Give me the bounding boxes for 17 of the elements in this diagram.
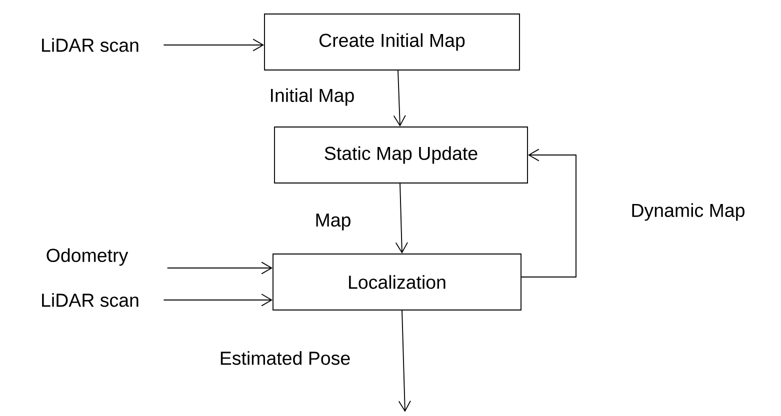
process-box: Localization xyxy=(272,254,522,310)
edge-label: Map xyxy=(314,212,352,232)
arrow xyxy=(393,70,406,127)
input-label: LiDAR scan xyxy=(42,38,138,52)
arrow xyxy=(395,183,408,254)
process-box: Static Map Update xyxy=(274,126,528,184)
input-label: LiDAR scan xyxy=(42,293,138,307)
arrow xyxy=(163,38,264,52)
edge-label: Estimated Pose xyxy=(218,350,352,366)
process-box: Create Initial Map xyxy=(264,14,520,70)
arrow xyxy=(163,294,273,306)
input-label: Odometry xyxy=(46,248,128,266)
arrow xyxy=(398,310,411,412)
edge-label: Dynamic Map xyxy=(630,202,746,222)
arrow xyxy=(521,148,576,278)
edge-label: Initial Map xyxy=(268,87,356,107)
arrow xyxy=(166,262,273,274)
